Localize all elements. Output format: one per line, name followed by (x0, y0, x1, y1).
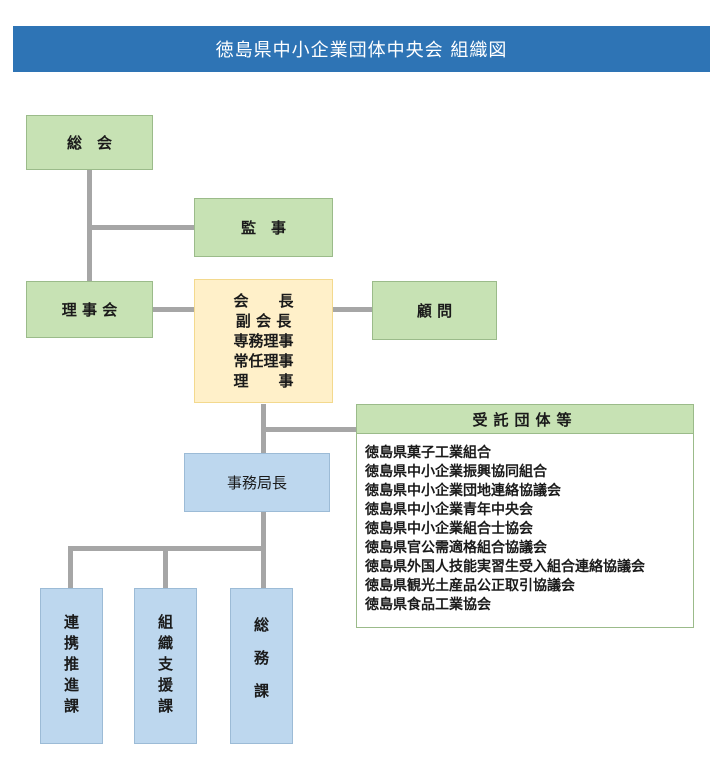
advisor-box: 顧 問 (372, 281, 497, 340)
board-box: 理 事 会 (26, 281, 153, 338)
entrusted-list: 徳島県菓子工業組合 徳島県中小企業振興協同組合 徳島県中小企業団地連絡協議会 徳… (357, 434, 693, 615)
connector-general-to-board (87, 170, 92, 282)
executives-box: 会 長 副 会 長 専務理事 常任理事 理 事 (194, 279, 333, 403)
auditor-label: 監 事 (240, 219, 286, 237)
connector-exec-down (261, 404, 266, 454)
entrusted-item: 徳島県観光土産品公正取引協議会 (365, 578, 575, 594)
entrusted-item: 徳島県中小企業青年中央会 (365, 502, 533, 518)
advisor-label: 顧 問 (416, 302, 453, 320)
entrusted-item: 徳島県菓子工業組合 (365, 445, 491, 461)
connector-board-to-exec (153, 307, 194, 312)
entrusted-item: 徳島県中小企業団地連絡協議会 (365, 483, 561, 499)
entrusted-item: 徳島県中小企業組合士協会 (365, 521, 533, 537)
entrusted-item: 徳島県官公需適格組合協議会 (365, 540, 547, 556)
executive-director: 理 事 (233, 372, 294, 390)
entrusted-item: 徳島県外国人技能実習生受入組合連絡協議会 (365, 559, 645, 575)
chart-title-bar: 徳島県中小企業団体中央会 組織図 (13, 26, 710, 72)
chart-title: 徳島県中小企業団体中央会 組織図 (215, 40, 508, 61)
secretary-general-label: 事務局長 (226, 474, 287, 492)
auditor-box: 監 事 (194, 198, 333, 257)
department-label-support: 組織支援課 (156, 613, 174, 719)
department-label-liaison: 連携推進課 (62, 613, 80, 719)
department-box-liaison: 連携推進課 (40, 588, 103, 744)
general-meeting-box: 総 会 (26, 115, 153, 170)
secretary-general-box: 事務局長 (184, 453, 330, 512)
executive-managing-director: 専務理事 (233, 332, 294, 350)
board-label: 理 事 会 (61, 301, 118, 319)
department-box-general-affairs: 総務課 (230, 588, 293, 744)
connector-auditor (92, 225, 194, 230)
connector-dept-1 (68, 546, 73, 588)
entrusted-item: 徳島県中小企業振興協同組合 (365, 464, 547, 480)
executive-chairman: 会 長 (233, 292, 294, 310)
connector-dept-2 (163, 546, 168, 588)
executive-vice-chairman: 副 会 長 (235, 312, 292, 330)
department-label-general-affairs: 総務課 (252, 616, 270, 716)
connector-entrusted (266, 427, 356, 432)
entrusted-title: 受託団体等 (357, 405, 693, 434)
department-box-support: 組織支援課 (134, 588, 197, 744)
executive-standing-director: 常任理事 (233, 352, 294, 370)
entrusted-item: 徳島県食品工業協会 (365, 597, 491, 613)
connector-secretary-down (261, 512, 266, 548)
connector-dept-3 (261, 546, 266, 588)
connector-exec-to-advisor (332, 307, 373, 312)
entrusted-organizations-box: 受託団体等 徳島県菓子工業組合 徳島県中小企業振興協同組合 徳島県中小企業団地連… (356, 404, 694, 628)
general-meeting-label: 総 会 (66, 134, 112, 152)
